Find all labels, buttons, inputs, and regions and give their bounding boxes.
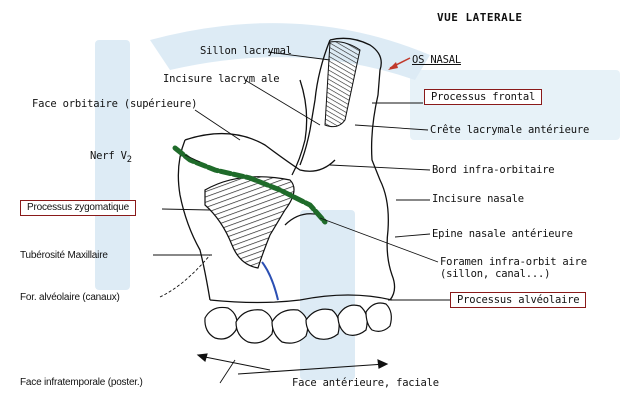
teeth: [205, 303, 391, 343]
label-incisure-lacrymale: Incisure lacrym ale: [163, 73, 279, 85]
label-crete-lacrymale: Crête lacrymale antérieure: [430, 124, 589, 136]
label-foramen-line1: Foramen infra-orbit aire: [440, 256, 587, 268]
label-bord-infra-orbitaire: Bord infra-orbitaire: [432, 164, 554, 176]
label-processus-alveolaire: Processus alvéolaire: [450, 292, 586, 308]
label-face-anterieure: Face antérieure, faciale: [292, 377, 439, 389]
alveolar-canal: [262, 262, 278, 300]
label-os-nasal: OS NASAL: [412, 54, 461, 66]
nerf-v2-text: Nerf V: [90, 150, 127, 162]
nerf-v2-subscript: 2: [127, 155, 132, 165]
view-title: VUE LATERALE: [437, 12, 522, 24]
label-nerf-v2: Nerf V2: [90, 150, 132, 166]
label-incisure-nasale: Incisure nasale: [432, 193, 524, 205]
label-sillon-lacrymal: Sillon lacrymal: [200, 45, 292, 57]
label-face-infratemporale: Face infratemporale (poster.): [20, 377, 143, 389]
label-processus-zygomatique: Processus zygomatique: [20, 200, 136, 216]
label-tuberosite: Tubérosité Maxillaire: [20, 250, 108, 262]
lacrimal-hatch: [325, 42, 360, 127]
label-epine-nasale: Epine nasale antérieure: [432, 228, 573, 240]
dimension-arrows: [198, 354, 387, 374]
label-foramen-line2: (sillon, canal...): [440, 268, 550, 280]
label-processus-frontal: Processus frontal: [424, 89, 542, 105]
label-for-alveolaire: For. alvéolaire (canaux): [20, 292, 120, 304]
label-face-orbitaire: Face orbitaire (supérieure): [32, 98, 197, 110]
